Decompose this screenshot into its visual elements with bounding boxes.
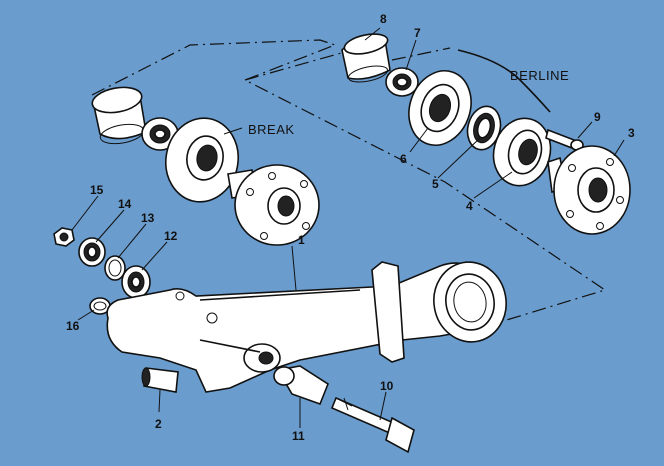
part-9-bolt	[545, 128, 584, 151]
part-6-roller-bearing	[408, 70, 472, 146]
part-10-bolt	[330, 396, 415, 454]
part-12-bearing	[121, 265, 151, 299]
break-housing	[165, 117, 239, 203]
label-part-4: 4	[466, 199, 473, 213]
break-hub	[227, 164, 320, 246]
label-part-10: 10	[380, 379, 394, 393]
break-bearing-cup	[91, 86, 147, 145]
leader-lines	[71, 27, 625, 428]
label-part-9: 9	[594, 110, 601, 124]
part-3-hub-berline	[547, 145, 631, 235]
part-15-nut	[53, 227, 75, 247]
label-part-1: 1	[298, 233, 305, 247]
label-part-7: 7	[414, 26, 421, 40]
label-part-14: 14	[118, 197, 132, 211]
label-part-11: 11	[292, 429, 305, 443]
part-5-seal	[466, 105, 502, 151]
label-part-3: 3	[628, 126, 635, 140]
part-11-sleeve	[273, 365, 329, 406]
label-part-16: 16	[66, 319, 80, 333]
part-13-washer	[104, 255, 126, 281]
part-1-trailing-arm	[106, 261, 507, 393]
label-part-12: 12	[164, 229, 178, 243]
label-part-5: 5	[432, 177, 439, 191]
label-break: BREAK	[248, 122, 295, 137]
part-14-bearing	[78, 237, 106, 267]
guide-lines	[91, 39, 607, 323]
part-2-bush	[141, 367, 179, 393]
label-part-6: 6	[400, 152, 407, 166]
label-part-13: 13	[141, 211, 155, 225]
part-4-housing	[492, 117, 552, 187]
label-part-8: 8	[380, 12, 387, 26]
label-part-2: 2	[155, 417, 162, 431]
part-7-bearing	[385, 67, 419, 97]
label-part-15: 15	[90, 183, 104, 197]
label-berline: BERLINE	[510, 68, 569, 83]
part-8-bearing-cup	[341, 33, 391, 83]
berline-bracket	[457, 49, 551, 113]
